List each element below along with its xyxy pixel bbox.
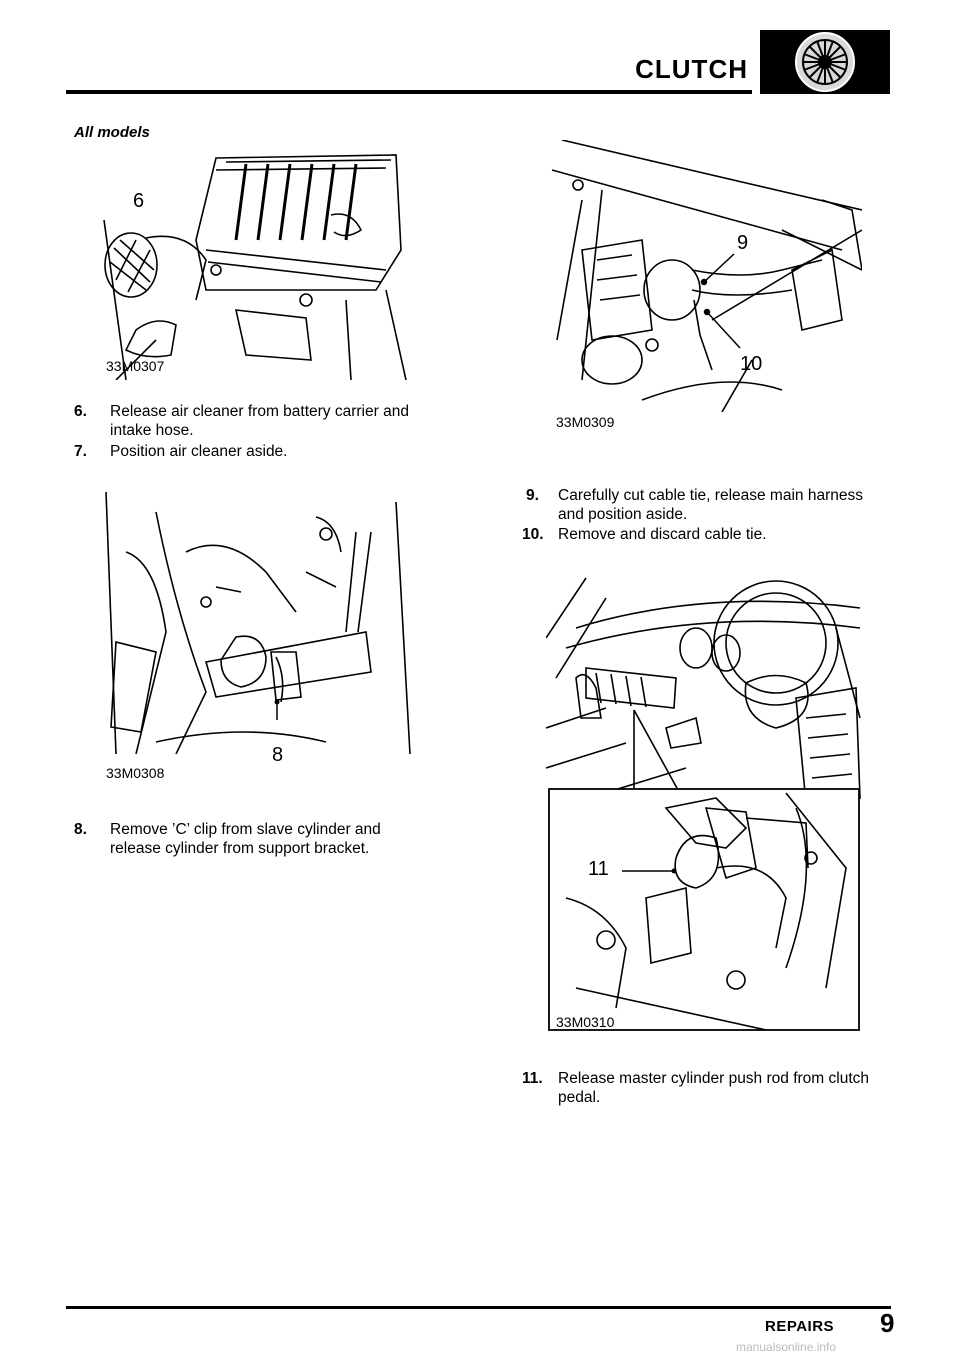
callout-11: 11 bbox=[588, 858, 609, 880]
harness-illustration bbox=[551, 140, 862, 412]
footer-label: REPAIRS bbox=[765, 1318, 835, 1335]
section-title: CLUTCH bbox=[635, 54, 748, 84]
figure-id: 33M0308 bbox=[106, 765, 165, 781]
figure-id: 33M0310 bbox=[556, 1014, 615, 1030]
figure-air-cleaner bbox=[96, 140, 414, 380]
figure-slave-cylinder bbox=[96, 492, 414, 754]
step-number: 11. bbox=[522, 1070, 543, 1087]
step-text: Carefully cut cable tie, release main ha… bbox=[558, 487, 863, 523]
step-text: Release master cylinder push rod from cl… bbox=[558, 1070, 869, 1106]
footer-rule bbox=[66, 1306, 891, 1309]
callout-10: 10 bbox=[740, 353, 763, 375]
figure-id: 33M0307 bbox=[106, 358, 165, 374]
slave-cylinder-illustration bbox=[105, 492, 411, 754]
step-10: 10. Remove and discard cable tie. bbox=[522, 525, 902, 545]
step-text: Remove and discard cable tie. bbox=[558, 526, 767, 543]
step-text: Release air cleaner from battery carrier… bbox=[110, 403, 409, 439]
master-cylinder-illustration bbox=[546, 577, 861, 1031]
step-7: 7. Position air cleaner aside. bbox=[74, 442, 434, 462]
figure-id: 33M0309 bbox=[556, 414, 615, 430]
page-number: 9 bbox=[880, 1308, 895, 1338]
callout-8: 8 bbox=[272, 744, 284, 766]
step-number: 6. bbox=[74, 403, 87, 420]
figure-master-cylinder bbox=[546, 568, 866, 1032]
step-number: 9. bbox=[526, 487, 539, 504]
figure-harness bbox=[542, 140, 862, 412]
step-number: 8. bbox=[74, 821, 87, 838]
clutch-badge bbox=[760, 30, 890, 94]
callout-9: 9 bbox=[737, 232, 749, 254]
step-text: Remove ’C’ clip from slave cylinder and … bbox=[110, 821, 381, 857]
clutch-disc-icon bbox=[795, 32, 855, 92]
step-8: 8. Remove ’C’ clip from slave cylinder a… bbox=[74, 820, 434, 860]
air-cleaner-illustration bbox=[103, 154, 407, 380]
step-text: Position air cleaner aside. bbox=[110, 443, 288, 460]
step-number: 10. bbox=[522, 526, 544, 543]
step-6: 6. Release air cleaner from battery carr… bbox=[74, 402, 434, 442]
step-9: 9. Carefully cut cable tie, release main… bbox=[522, 486, 902, 526]
subheading: All models bbox=[74, 124, 150, 137]
header-rule bbox=[66, 90, 752, 94]
callout-6: 6 bbox=[133, 190, 145, 212]
step-number: 7. bbox=[74, 443, 87, 460]
step-11: 11. Release master cylinder push rod fro… bbox=[522, 1069, 902, 1109]
watermark: manualsonline.info bbox=[736, 1340, 837, 1354]
